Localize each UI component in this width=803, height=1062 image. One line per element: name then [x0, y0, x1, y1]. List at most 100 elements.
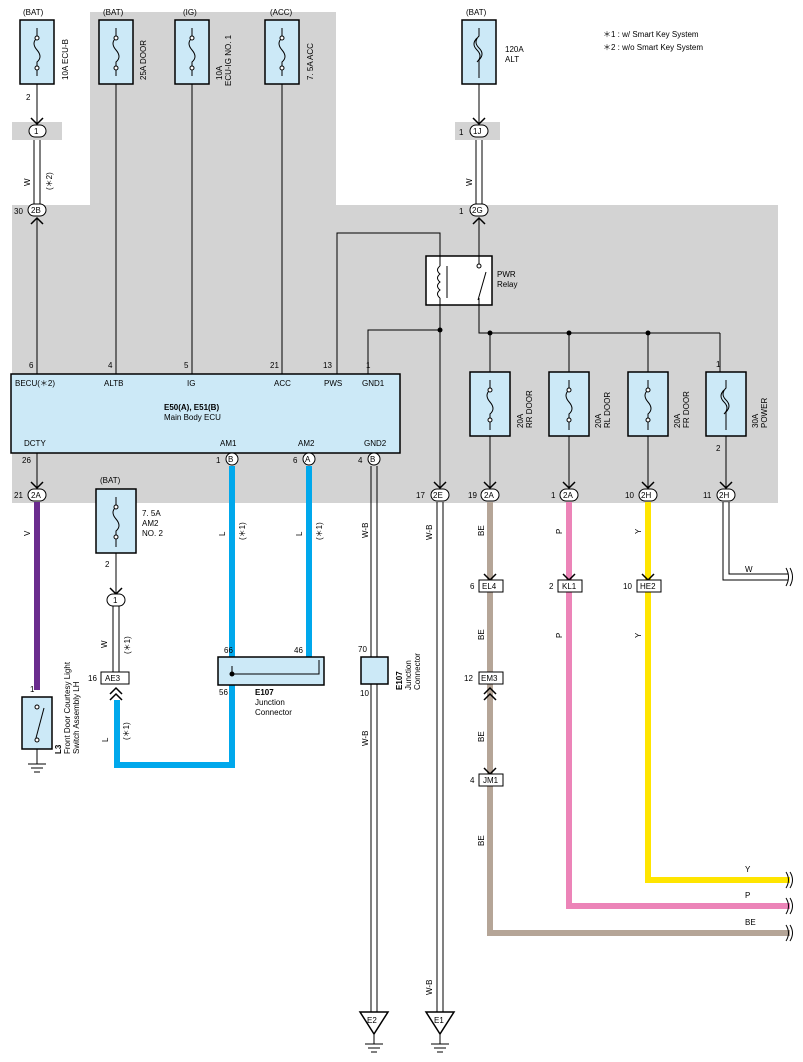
svg-text:BECU(＊2): BECU(＊2) — [15, 379, 55, 388]
wire-label-be4: BE — [477, 835, 486, 846]
wire-note-am2-w: (＊1) — [123, 636, 132, 654]
svg-text:30A: 30A — [751, 413, 760, 428]
ground-e2: E2 — [358, 1011, 390, 1053]
svg-text:17: 17 — [416, 491, 425, 500]
wire-label-p2: P — [555, 633, 564, 638]
svg-text:7. 5A ACC: 7. 5A ACC — [306, 43, 315, 80]
connector-em3: 12 EM3 — [464, 671, 504, 701]
connector-jm1: 4 JM1 — [470, 767, 504, 787]
svg-text:Junction: Junction — [404, 660, 413, 690]
svg-text:2G: 2G — [472, 206, 483, 215]
note-2: ＊2 : w/o Smart Key System — [603, 43, 703, 52]
wire-w-am2 — [112, 606, 120, 672]
svg-text:B: B — [370, 455, 375, 464]
svg-text:IG: IG — [187, 379, 195, 388]
svg-text:Junction: Junction — [255, 698, 285, 707]
svg-text:12: 12 — [464, 674, 473, 683]
svg-text:20A: 20A — [673, 413, 682, 428]
wire-label-be2: BE — [477, 629, 486, 640]
svg-text:11: 11 — [703, 491, 712, 500]
svg-text:JM1: JM1 — [483, 776, 499, 785]
wire-label-w-am2: W — [100, 640, 109, 648]
svg-text:20A: 20A — [516, 413, 525, 428]
svg-text:21: 21 — [270, 361, 279, 370]
fuse-acc: (ACC) 7. 5A ACC — [264, 8, 315, 85]
svg-text:A: A — [305, 455, 311, 464]
fuse-power: 1 30A POWER 2 — [705, 360, 769, 453]
connector-1-ecub: 1 — [28, 117, 47, 138]
svg-text:1: 1 — [34, 127, 39, 136]
svg-text:2: 2 — [549, 582, 554, 591]
wire-label-l-ae3: L — [101, 737, 110, 742]
wire-label-be5: BE — [745, 918, 756, 927]
svg-text:4: 4 — [470, 776, 475, 785]
svg-text:26: 26 — [22, 456, 31, 465]
wire-label-wb-gnd1: W-B — [425, 525, 434, 540]
svg-text:(BAT): (BAT) — [100, 476, 121, 485]
wire-note-am2: (＊1) — [315, 522, 324, 540]
svg-text:ALTB: ALTB — [104, 379, 123, 388]
wire-pink — [566, 502, 790, 909]
svg-text:AM2: AM2 — [142, 519, 159, 528]
wire-note-ae3: (＊1) — [122, 722, 131, 740]
fuse-door: (BAT) 25A DOOR — [98, 8, 148, 85]
svg-text:16: 16 — [88, 674, 97, 683]
svg-text:GND1: GND1 — [362, 379, 385, 388]
svg-text:E2: E2 — [367, 1016, 377, 1025]
svg-text:20A: 20A — [594, 413, 603, 428]
connector-2a-rr: 19 2A — [468, 481, 500, 502]
svg-text:B: B — [228, 455, 233, 464]
fuse-rr-door: 20A RR DOOR — [469, 371, 534, 437]
svg-text:6: 6 — [293, 456, 298, 465]
connector-1j: 1 1J — [459, 117, 489, 138]
svg-text:KL1: KL1 — [562, 582, 577, 591]
connector-el4: 6 EL4 — [470, 573, 504, 593]
svg-text:Switch Assembly LH: Switch Assembly LH — [72, 681, 81, 754]
svg-text:E1: E1 — [434, 1016, 444, 1025]
svg-text:E107: E107 — [255, 688, 274, 697]
ground-e1: E1 — [424, 1011, 456, 1053]
junction-connector-2: 70 10 E107 Junction Connector — [358, 645, 422, 698]
connector-kl1: 2 KL1 — [549, 573, 583, 593]
main-body-ecu: 6 4 5 21 13 1 BECU(＊2) ALTB IG ACC PWS G… — [10, 361, 401, 466]
wire-yellow — [645, 502, 790, 883]
svg-text:5: 5 — [184, 361, 189, 370]
svg-text:ECU-IG NO. 1: ECU-IG NO. 1 — [224, 34, 233, 86]
svg-text:GND2: GND2 — [364, 439, 387, 448]
svg-text:10A: 10A — [215, 65, 224, 80]
fuse-ecu-b: (BAT) 10A ECU-B 2 — [19, 8, 70, 102]
svg-text:1J: 1J — [473, 127, 481, 136]
svg-text:30: 30 — [14, 207, 23, 216]
svg-text:NO. 2: NO. 2 — [142, 529, 163, 538]
wire-label-v: V — [23, 530, 32, 536]
svg-text:1: 1 — [366, 361, 371, 370]
wire-label-w-power: W — [745, 565, 753, 574]
svg-text:10A ECU-B: 10A ECU-B — [61, 39, 70, 80]
connector-2a-rl: 1 2A — [551, 481, 579, 502]
wire-label-p1: P — [555, 529, 564, 534]
svg-text:2A: 2A — [563, 491, 573, 500]
svg-text:RL DOOR: RL DOOR — [603, 392, 612, 428]
junction-connector-1: 66 46 56 E107 Junction Connector — [217, 646, 325, 717]
connector-2h-power: 11 2H — [703, 481, 736, 502]
svg-text:E107: E107 — [395, 671, 404, 690]
svg-text:AE3: AE3 — [105, 674, 121, 683]
svg-text:E50(A), E51(B): E50(A), E51(B) — [164, 403, 219, 412]
svg-text:POWER: POWER — [760, 398, 769, 428]
fuse-fr-door: 20A FR DOOR — [627, 371, 691, 437]
wire-wb-gnd1 — [436, 502, 444, 1012]
wire-label-wb-gnd1-b: W-B — [425, 980, 434, 995]
fuse-am2-no2: (BAT) 7. 5A AM2 NO. 2 2 — [95, 476, 163, 569]
svg-text:PWS: PWS — [324, 379, 342, 388]
svg-text:2A: 2A — [484, 491, 494, 500]
svg-text:Main Body ECU: Main Body ECU — [164, 413, 221, 422]
svg-text:2B: 2B — [31, 206, 41, 215]
wire-note-am1: (＊1) — [238, 522, 247, 540]
connector-he2: 10 HE2 — [623, 573, 662, 593]
connector-2g: 1 2G — [459, 203, 489, 225]
svg-text:(IG): (IG) — [183, 8, 197, 17]
svg-text:FR DOOR: FR DOOR — [682, 391, 691, 428]
fuse-alt: (BAT) 120A ALT — [461, 8, 524, 85]
svg-text:1: 1 — [551, 491, 556, 500]
